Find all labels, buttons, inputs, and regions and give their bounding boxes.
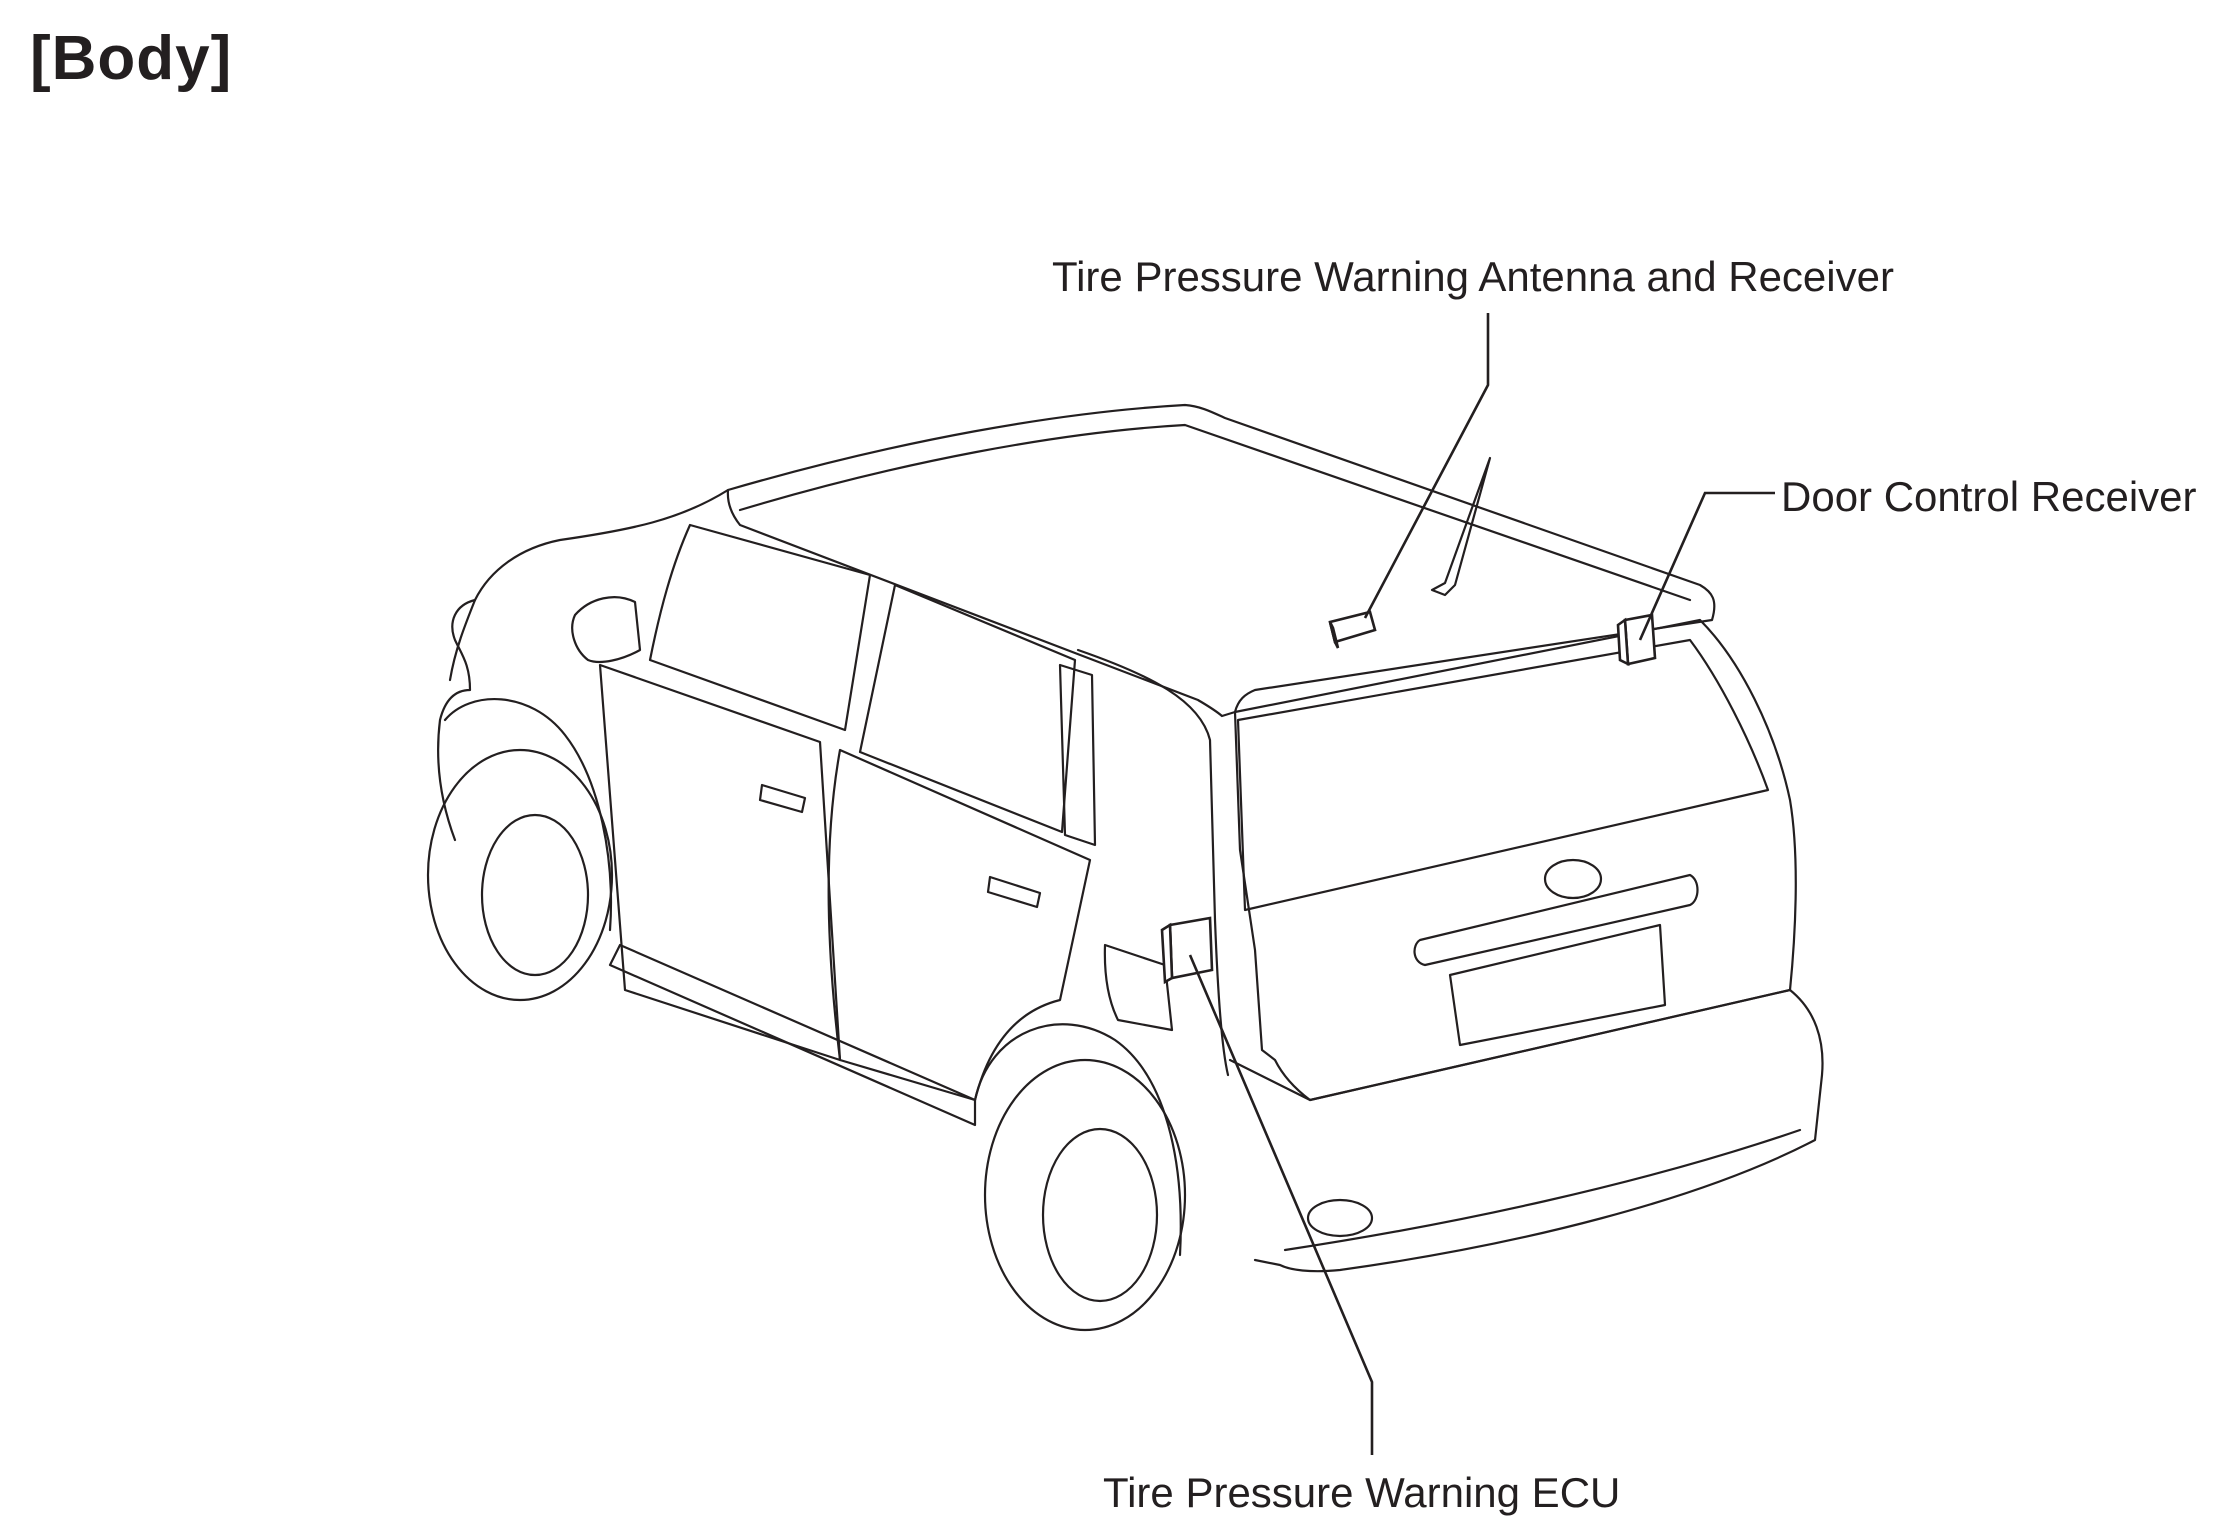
- license-plate: [1448, 923, 1667, 1047]
- c-pillar: [1076, 648, 1230, 1077]
- emblem: [1543, 858, 1603, 900]
- rocker-panel: [608, 943, 977, 1127]
- license-plate-garnish: [1413, 873, 1699, 967]
- roof-outline: [726, 403, 1716, 718]
- ecu-leader: [1188, 954, 1374, 1455]
- rear-door: [827, 748, 1092, 1102]
- reflector: [1306, 1198, 1374, 1238]
- front-door-handle: [758, 783, 807, 814]
- rear-bumper-lower: [1283, 1128, 1802, 1252]
- front-wheel-hub: [480, 813, 590, 977]
- quarter-window: [1058, 663, 1097, 847]
- front-door: [598, 663, 842, 1062]
- door-control-receiver-leader: [1638, 491, 1775, 641]
- vehicle-outline: [426, 403, 1824, 1332]
- hood-outline: [448, 488, 730, 682]
- rear-door-handle: [986, 875, 1042, 909]
- ecu-label: Tire Pressure Warning ECU: [1103, 1469, 1621, 1516]
- front-window: [648, 523, 872, 732]
- antenna-receiver-leader: [1363, 313, 1490, 619]
- rear-window-glass: [1236, 638, 1770, 912]
- fuel-door: [1103, 943, 1174, 1032]
- rear-wheel: [983, 1058, 1187, 1332]
- page-title: [Body]: [30, 24, 233, 93]
- roof-antenna: [1430, 456, 1492, 597]
- front-wheel: [426, 748, 614, 1002]
- front-bumper: [437, 598, 477, 842]
- front-fender-arch: [443, 698, 613, 932]
- roof-inner-line: [738, 423, 1692, 602]
- side-mirror: [571, 596, 642, 664]
- rear-fender-arch: [973, 1023, 1182, 1257]
- ecu-part: [1160, 916, 1214, 985]
- rear-window: [858, 583, 1077, 834]
- rear-hatch: [1233, 618, 1797, 1102]
- antenna-receiver-part: [1328, 610, 1377, 649]
- door-control-receiver-label: Door Control Receiver: [1781, 473, 2197, 520]
- rear-wheel-hub: [1041, 1127, 1159, 1303]
- antenna-receiver-label: Tire Pressure Warning Antenna and Receiv…: [1052, 253, 1894, 300]
- door-control-receiver-part: [1616, 613, 1657, 667]
